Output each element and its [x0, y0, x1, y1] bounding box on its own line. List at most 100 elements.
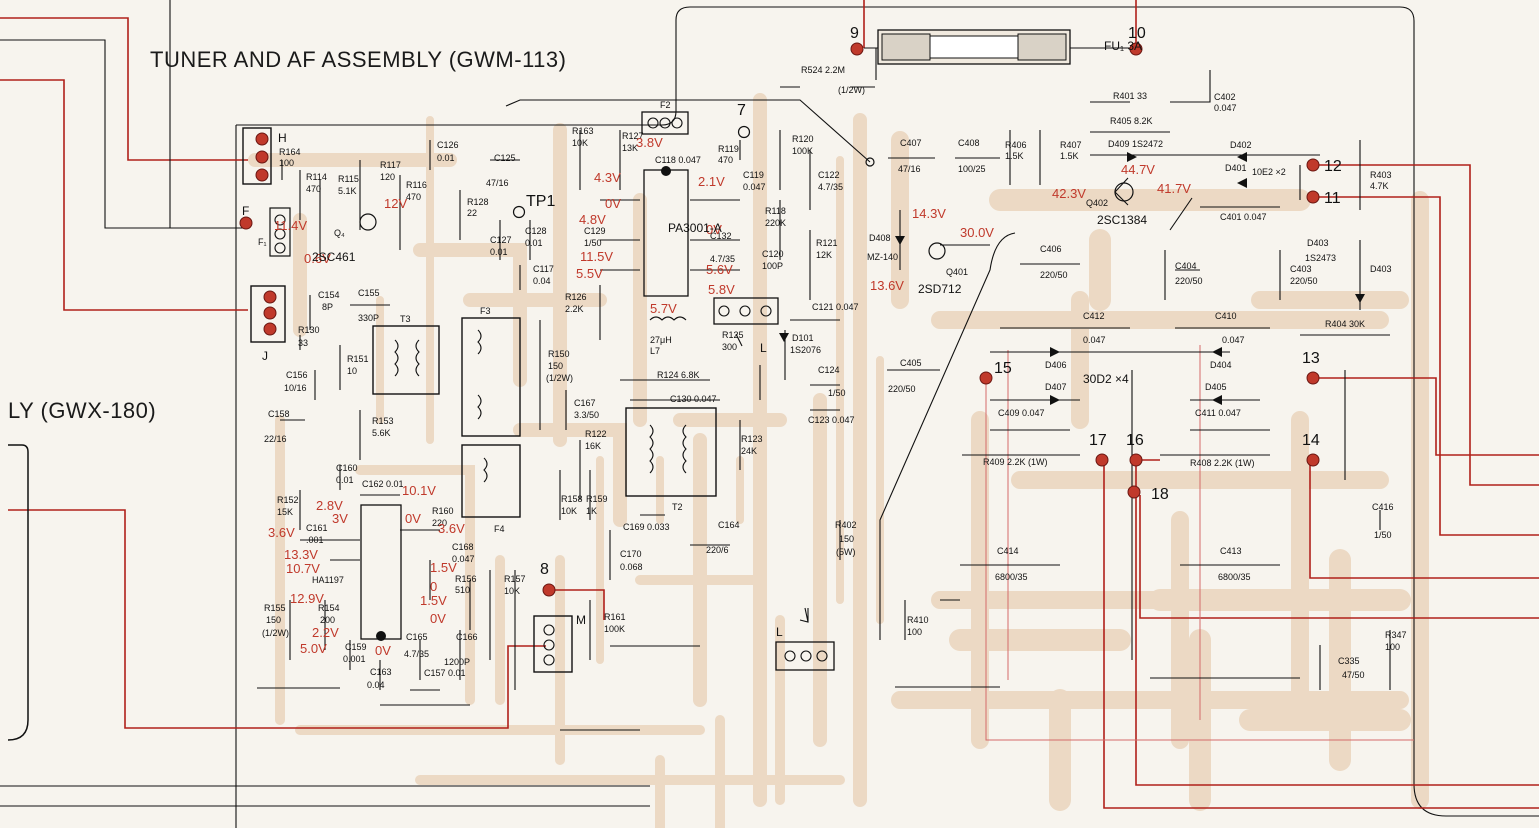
component-label: 1200P	[444, 657, 470, 667]
connector-pin	[739, 305, 751, 317]
voltage-label: 0.6V	[304, 251, 331, 266]
voltage-label: 3.8V	[636, 135, 663, 150]
component-label: 150	[548, 361, 563, 371]
voltage-label: 5.6V	[706, 262, 733, 277]
component-label: R408 2.2K (1W)	[1190, 458, 1255, 468]
component-label: C154	[318, 290, 340, 300]
component-label: 22/16	[264, 434, 287, 444]
component-label: 0.01	[336, 475, 354, 485]
component-label: 22	[467, 208, 477, 218]
voltage-label: 0V	[375, 643, 391, 658]
voltage-label: 0	[430, 579, 437, 594]
component-label: D403	[1307, 238, 1329, 248]
component-label: D402	[1230, 140, 1252, 150]
component-label: 1/50	[1374, 530, 1392, 540]
transistor-q401-label: Q401	[946, 267, 968, 277]
component-label: C407	[900, 138, 922, 148]
component-label: 470	[718, 155, 733, 165]
component-label: 220/6	[706, 545, 729, 555]
component-label: C127	[490, 235, 512, 245]
component-label: R123	[741, 434, 763, 444]
component-label: C129	[584, 226, 606, 236]
component-label: R524 2.2M	[801, 65, 845, 75]
component-label: R160	[432, 506, 454, 516]
block-f2: F2	[660, 100, 671, 110]
voltage-label: 2.8V	[316, 498, 343, 513]
component-label: R125	[722, 330, 744, 340]
component-label: R116	[406, 180, 427, 190]
component-label: 470	[306, 184, 321, 194]
component-label: R115	[338, 174, 359, 184]
ic-pa3001: PA3001-A	[668, 221, 722, 235]
component-label: C401 0.047	[1220, 212, 1267, 222]
voltage-label: 0V	[706, 222, 722, 237]
transistor-q401-icon	[928, 242, 946, 260]
component-label: C132	[710, 231, 732, 241]
side-assembly-title: LY (GWX-180)	[8, 398, 156, 423]
component-label: R401 33	[1113, 91, 1147, 101]
voltage-label: 12.9V	[290, 591, 324, 606]
component-label: C128	[525, 226, 547, 236]
node-dot	[1129, 42, 1143, 56]
component-label: 33	[298, 338, 308, 348]
component-label: C335	[1338, 656, 1360, 666]
component-label: 150	[839, 534, 854, 544]
component-label: C130 0.047	[670, 394, 717, 404]
component-label: 13K	[622, 143, 638, 153]
node-dot	[1129, 453, 1143, 467]
connector-pin	[274, 228, 286, 240]
component-label: 10	[347, 366, 357, 376]
node-dots	[239, 42, 1320, 597]
component-label: C406	[1040, 244, 1062, 254]
component-label: C404	[1175, 261, 1197, 271]
component-label: 8P	[322, 302, 333, 312]
block-t3: T3	[400, 314, 411, 324]
component-label: R154	[318, 603, 340, 613]
component-label: R404 30K	[1325, 319, 1365, 329]
component-label: C410	[1215, 311, 1237, 321]
node-8: 8	[540, 561, 549, 578]
component-label: R164	[279, 147, 301, 157]
component-label: C162 0.01	[362, 479, 404, 489]
component-label: 1K	[586, 506, 597, 516]
component-label: 100P	[762, 261, 783, 271]
component-label: R150	[548, 349, 570, 359]
node-7: 7	[737, 102, 746, 119]
connector-pin	[760, 305, 772, 317]
component-label: R122	[585, 429, 607, 439]
node-dot	[1306, 158, 1320, 172]
component-label: 47/16	[898, 164, 921, 174]
component-label: C403	[1290, 264, 1312, 274]
component-label: C413	[1220, 546, 1242, 556]
component-label: 100	[907, 627, 922, 637]
component-label: D409 1S2472	[1108, 139, 1163, 149]
voltage-label: 2.2V	[312, 625, 339, 640]
node-dot	[255, 150, 269, 164]
connector-h: H	[278, 131, 287, 145]
connector-pin	[647, 117, 659, 129]
connector-l-arrow: L	[776, 625, 783, 639]
component-label: 220/50	[1040, 270, 1068, 280]
component-label: C170	[620, 549, 642, 559]
component-label: 24K	[741, 446, 757, 456]
connector-pin	[543, 624, 555, 636]
component-label: 120	[380, 172, 395, 182]
component-label: 200	[320, 615, 335, 625]
component-label: R152	[277, 495, 299, 505]
component-label: (1/2W)	[262, 628, 289, 638]
component-label: 0.01	[490, 247, 508, 257]
component-label: R159	[586, 494, 608, 504]
component-label: 0.047	[452, 554, 475, 564]
component-label: C119	[743, 170, 764, 180]
assembly-title: TUNER AND AF ASSEMBLY (GWM-113)	[150, 47, 566, 72]
voltage-label: 30.0V	[960, 225, 994, 240]
component-label: C122	[818, 170, 840, 180]
component-label: C124	[818, 365, 840, 375]
voltage-label: 1.5V	[430, 560, 457, 575]
component-label: 100	[1385, 642, 1400, 652]
connector-l: L	[760, 341, 767, 355]
connector-m: M	[576, 613, 586, 627]
